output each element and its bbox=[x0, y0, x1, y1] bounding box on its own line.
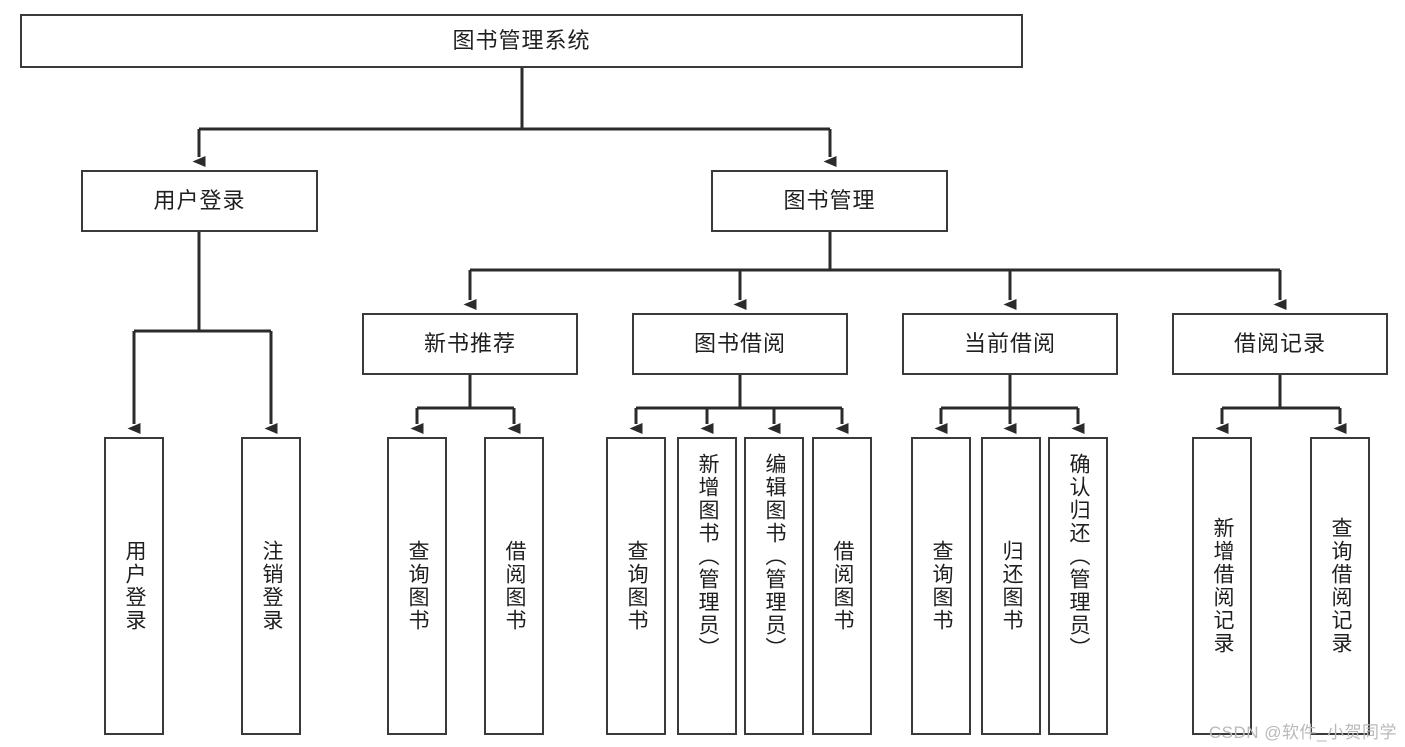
node-current-borrow[interactable]: 当前借阅 bbox=[902, 313, 1118, 375]
node-label: 借阅记录 bbox=[1233, 330, 1326, 356]
node-label: 查询图书 bbox=[625, 540, 649, 632]
leaf-user-logout[interactable]: 注销登录 bbox=[241, 437, 301, 735]
node-book-management[interactable]: 图书管理 bbox=[711, 170, 948, 232]
leaf-newbook-borrow-book[interactable]: 借阅图书 bbox=[484, 437, 544, 735]
leaf-borrow-borrow-book[interactable]: 借阅图书 bbox=[812, 437, 872, 735]
leaf-user-login[interactable]: 用户登录 bbox=[104, 437, 164, 735]
node-user-login[interactable]: 用户登录 bbox=[81, 170, 318, 232]
node-label: 新书推荐 bbox=[423, 330, 516, 356]
leaf-record-add-record[interactable]: 新增借阅记录 bbox=[1192, 437, 1252, 735]
node-label: 确认归还（管理员） bbox=[1067, 453, 1091, 660]
node-label: 当前借阅 bbox=[963, 330, 1056, 356]
node-label: 图书管理 bbox=[783, 187, 876, 213]
node-label: 图书管理系统 bbox=[452, 27, 591, 53]
node-label: 用户登录 bbox=[123, 540, 147, 632]
leaf-current-query-book[interactable]: 查询图书 bbox=[911, 437, 971, 735]
leaf-record-query-record[interactable]: 查询借阅记录 bbox=[1310, 437, 1370, 735]
node-label: 编辑图书（管理员） bbox=[763, 453, 787, 660]
node-label: 新增借阅记录 bbox=[1211, 517, 1235, 655]
leaf-borrow-add-book-admin[interactable]: 新增图书（管理员） bbox=[677, 437, 737, 735]
node-borrow-record[interactable]: 借阅记录 bbox=[1172, 313, 1388, 375]
leaf-current-confirm-return-admin[interactable]: 确认归还（管理员） bbox=[1048, 437, 1108, 735]
node-label: 查询借阅记录 bbox=[1329, 517, 1353, 655]
csdn-watermark: CSDN @软件_小贺同学 bbox=[1208, 723, 1397, 742]
node-label: 新增图书（管理员） bbox=[696, 453, 720, 660]
node-label: 查询图书 bbox=[406, 540, 430, 632]
leaf-borrow-edit-book-admin[interactable]: 编辑图书（管理员） bbox=[744, 437, 804, 735]
node-label: 用户登录 bbox=[153, 187, 246, 213]
leaf-borrow-query-book[interactable]: 查询图书 bbox=[606, 437, 666, 735]
node-root-system[interactable]: 图书管理系统 bbox=[20, 14, 1023, 68]
leaf-current-return-book[interactable]: 归还图书 bbox=[981, 437, 1041, 735]
node-label: 图书借阅 bbox=[693, 330, 786, 356]
node-label: 借阅图书 bbox=[503, 540, 527, 632]
leaf-newbook-query-book[interactable]: 查询图书 bbox=[387, 437, 447, 735]
node-label: 注销登录 bbox=[260, 540, 284, 632]
node-label: 查询图书 bbox=[930, 540, 954, 632]
node-label: 归还图书 bbox=[1000, 540, 1024, 632]
node-new-book-recommend[interactable]: 新书推荐 bbox=[362, 313, 578, 375]
node-book-borrow[interactable]: 图书借阅 bbox=[632, 313, 848, 375]
node-label: 借阅图书 bbox=[831, 540, 855, 632]
